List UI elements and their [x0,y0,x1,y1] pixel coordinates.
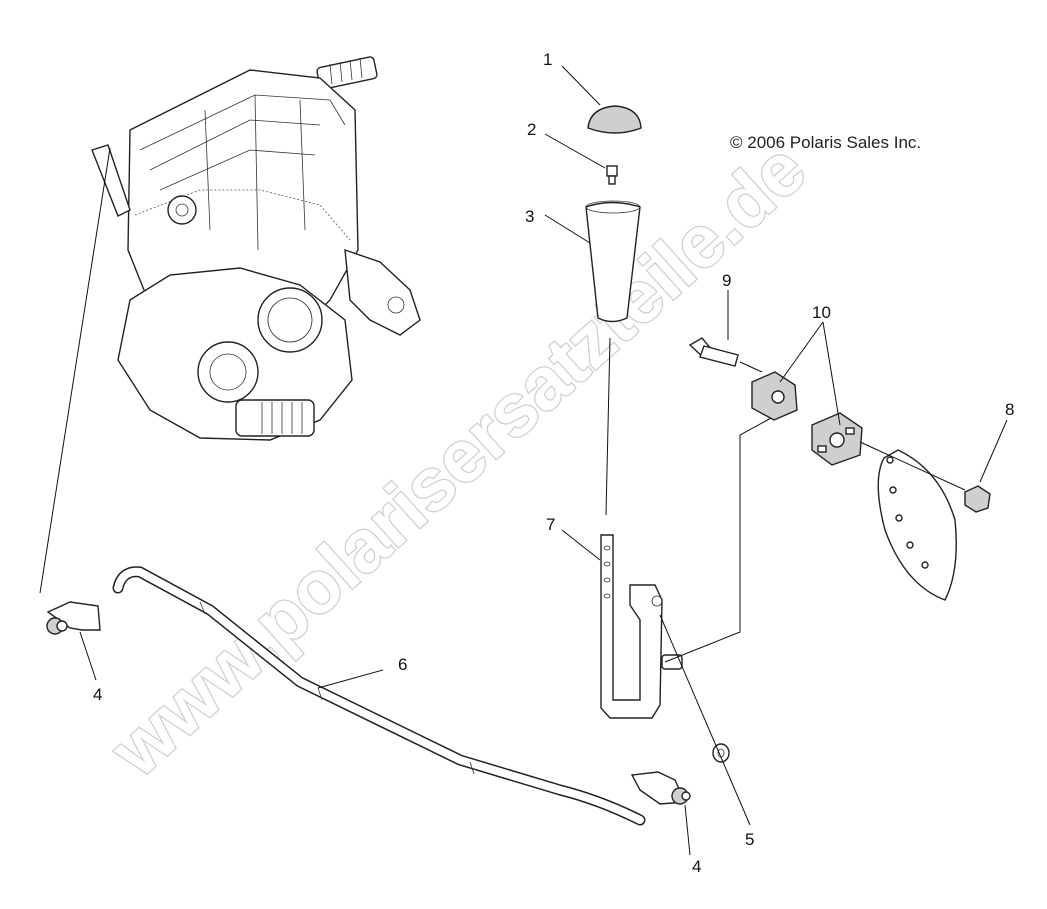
leader-line-transmission [39,147,111,594]
part-4-clip-right [630,771,691,805]
callout-leaders [79,65,1008,856]
callout-1: 1 [543,50,552,69]
callout-numbers: 1 2 3 9 10 8 7 6 4 5 4 [93,50,1014,876]
callout-8: 8 [1005,400,1014,419]
callout-3: 3 [525,207,534,226]
part-5-washer [712,743,730,763]
callout-9: 9 [722,271,731,290]
callout-2: 2 [527,120,536,139]
part-9-bolt [688,337,739,367]
mounting-bracket [877,449,957,601]
callout-10: 10 [812,303,831,322]
callout-4-right: 4 [692,857,701,876]
copyright-text: © 2006 Polaris Sales Inc. [730,133,921,152]
part-4-clip-left [46,601,101,635]
part-3-shift-knob [585,200,641,323]
part-7-shift-lever [600,534,683,719]
part-2-screw [606,165,618,185]
part-8-nut [964,485,991,513]
part-10-bushing-b [811,412,863,466]
callout-6: 6 [398,655,407,674]
part-10-bushing-a [751,371,798,421]
callout-4-left: 4 [93,685,102,704]
part-1-knob-cap [587,105,642,134]
callout-5: 5 [745,830,754,849]
transmission-assembly [91,56,421,441]
part-6-shift-rod [112,566,646,826]
callout-7: 7 [546,515,555,534]
